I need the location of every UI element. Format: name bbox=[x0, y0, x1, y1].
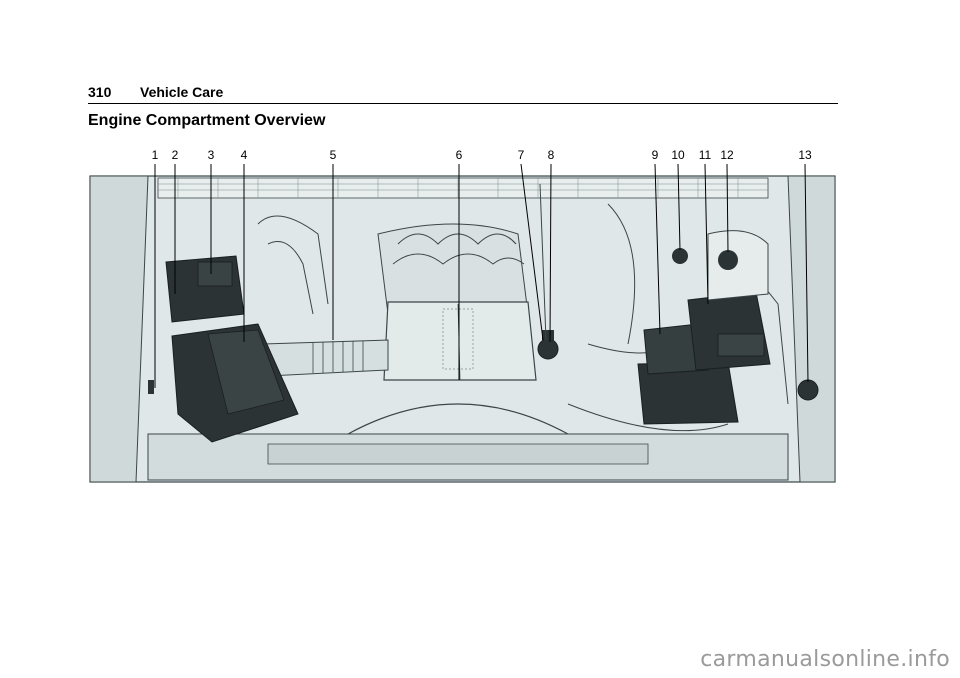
callout-11: 11 bbox=[698, 148, 712, 162]
engine-compartment-figure: 1 2 3 4 5 6 7 8 9 10 11 12 13 bbox=[88, 144, 838, 484]
callout-10: 10 bbox=[671, 148, 685, 162]
header-rule bbox=[88, 103, 838, 104]
callout-4: 4 bbox=[240, 148, 248, 162]
callout-7: 7 bbox=[517, 148, 525, 162]
watermark: carmanualsonline.info bbox=[700, 647, 950, 672]
callout-8: 8 bbox=[547, 148, 555, 162]
callout-6: 6 bbox=[455, 148, 463, 162]
callout-2: 2 bbox=[171, 148, 179, 162]
page-number: 310 bbox=[88, 84, 112, 100]
callout-13: 13 bbox=[798, 148, 812, 162]
page-header: 310 Vehicle Care bbox=[88, 84, 838, 104]
running-title: Vehicle Care bbox=[140, 84, 224, 100]
callout-3: 3 bbox=[207, 148, 215, 162]
engine-illustration bbox=[89, 163, 836, 483]
callout-12: 12 bbox=[720, 148, 734, 162]
callout-1: 1 bbox=[151, 148, 159, 162]
section-heading: Engine Compartment Overview bbox=[88, 112, 326, 129]
callout-9: 9 bbox=[651, 148, 659, 162]
callout-5: 5 bbox=[329, 148, 337, 162]
